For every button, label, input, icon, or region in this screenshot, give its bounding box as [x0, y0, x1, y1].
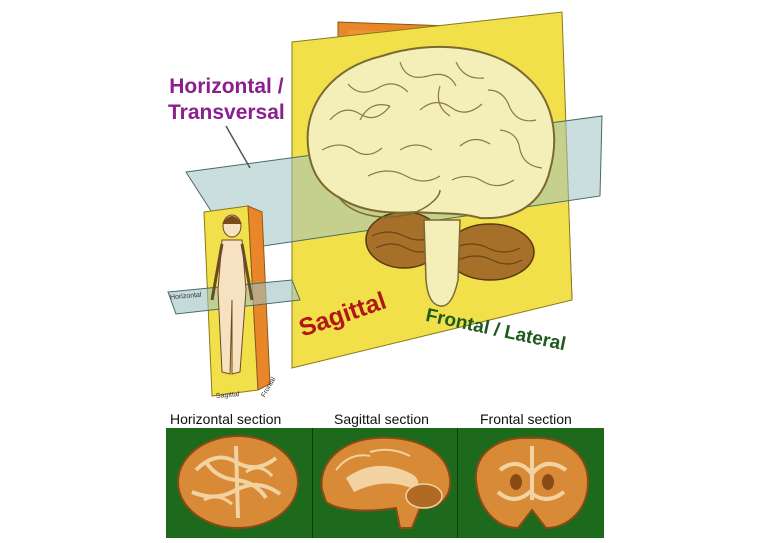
- section-label-sagittal: Sagittal section: [334, 411, 429, 427]
- label-horizontal-line1: Horizontal /: [169, 75, 284, 98]
- section-label-frontal: Frontal section: [480, 411, 572, 427]
- brain: [306, 45, 556, 220]
- label-horizontal-transversal: Horizontal / Transversal: [168, 74, 285, 126]
- horizontal-pointer-line: [225, 125, 251, 169]
- brain-stem: [423, 219, 461, 307]
- section-label-horizontal: Horizontal section: [170, 411, 282, 427]
- human-figure-illustration: [167, 205, 301, 397]
- label-horizontal-line2: Transversal: [168, 101, 285, 124]
